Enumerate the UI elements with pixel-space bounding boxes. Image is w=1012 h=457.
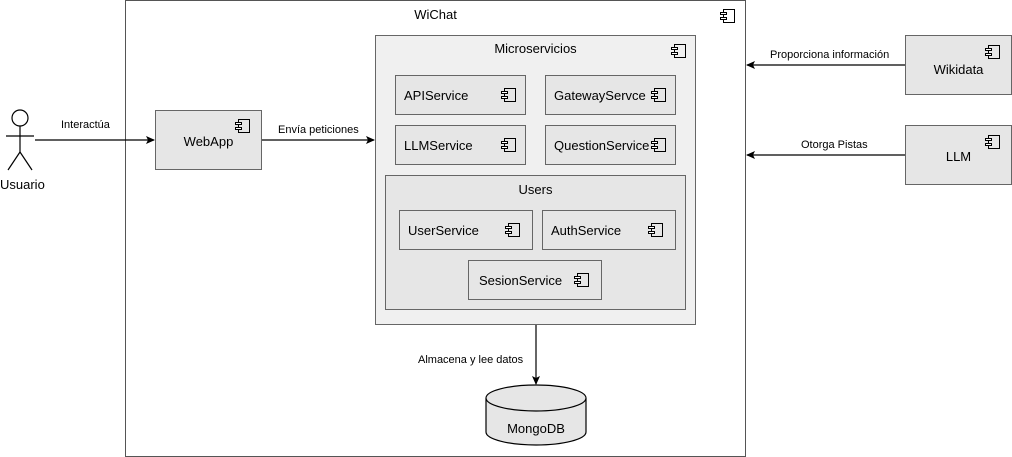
component-icon	[505, 223, 520, 237]
edge-label-wikidata-system: Proporciona información	[770, 49, 890, 61]
gatewayservice-label: GatewayServce	[554, 87, 646, 103]
component-icon	[648, 223, 663, 237]
userservice-label: UserService	[408, 222, 479, 238]
questionservice-label: QuestionService	[554, 137, 650, 153]
microservices-title: Microservicios	[494, 41, 577, 56]
component-icon	[985, 45, 1000, 59]
gatewayservice-component[interactable]: GatewayServce	[545, 75, 676, 115]
user-actor-label: Usuario	[0, 177, 45, 192]
user-actor-icon	[6, 109, 34, 171]
component-icon	[651, 88, 666, 102]
component-icon	[501, 88, 516, 102]
component-icon	[574, 273, 589, 287]
wichat-title: WiChat	[414, 7, 457, 22]
llm-component[interactable]: LLM	[905, 125, 1012, 185]
component-icon	[985, 135, 1000, 149]
mongodb-label: MongoDB	[507, 421, 565, 436]
sesionservice-label: SesionService	[479, 272, 563, 288]
component-icon	[651, 138, 666, 152]
edge-label-llm-system: Otorga Pistas	[801, 139, 868, 151]
component-icon	[235, 119, 250, 133]
component-icon	[671, 44, 686, 58]
llmservice-component[interactable]: LLMService	[395, 125, 526, 165]
authservice-label: AuthService	[551, 222, 622, 238]
component-icon	[501, 138, 516, 152]
webapp-component[interactable]: WebApp	[155, 110, 262, 170]
edge-label-microservices-db: Almacena y lee datos	[418, 354, 524, 366]
llmservice-label: LLMService	[404, 137, 473, 153]
edge-label-webapp-microservices: Envía peticiones	[278, 124, 359, 136]
apiservice-label: APIService	[404, 87, 469, 103]
wikidata-component[interactable]: Wikidata	[905, 35, 1012, 95]
webapp-label: WebApp	[183, 133, 234, 149]
questionservice-component[interactable]: QuestionService	[545, 125, 676, 165]
users-title: Users	[518, 182, 553, 197]
llm-label: LLM	[945, 148, 972, 164]
apiservice-component[interactable]: APIService	[395, 75, 526, 115]
sesionservice-component[interactable]: SesionService	[468, 260, 602, 300]
userservice-component[interactable]: UserService	[399, 210, 533, 250]
edge-label-user-webapp: Interactúa	[61, 119, 110, 131]
authservice-component[interactable]: AuthService	[542, 210, 676, 250]
wikidata-label: Wikidata	[933, 61, 984, 77]
component-icon	[720, 9, 735, 23]
mongodb-database-icon	[485, 384, 587, 446]
